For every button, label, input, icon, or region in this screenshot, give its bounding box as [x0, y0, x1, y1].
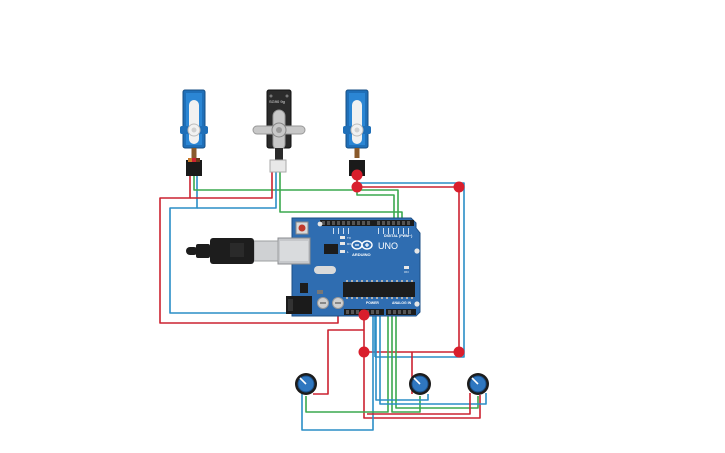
on-label: ON [404, 270, 409, 274]
usb-port-inner [280, 241, 308, 261]
servo-2-connector [269, 159, 287, 173]
servo-2-label: SG90 9g [269, 99, 285, 104]
reset-button-cap [298, 224, 306, 232]
wires [159, 170, 487, 431]
wire-board-power-down[interactable] [363, 315, 481, 419]
analog-header-label: ANALOG IN [392, 301, 412, 305]
board-mount-hole-bottom [414, 301, 420, 307]
junction-right-bottom[interactable] [453, 346, 465, 358]
board-mount-hole-left [317, 221, 323, 227]
arduino-uno-board[interactable]: DIGITAL (PWM~) UNO ARDUINO TX RX L ON [277, 217, 421, 317]
pot-1[interactable] [295, 373, 317, 395]
usb-cable[interactable] [186, 238, 279, 264]
servo-3-horn [352, 100, 362, 144]
pin-label-ticks [333, 228, 409, 234]
junction-left-bottom[interactable] [358, 346, 370, 358]
junction-board-power[interactable] [358, 309, 370, 321]
l-label: L [347, 250, 349, 254]
junction-right-top[interactable] [453, 181, 465, 193]
pot-3[interactable] [467, 373, 489, 395]
usb-chip [324, 244, 338, 254]
wire-servo3-ground[interactable] [357, 182, 465, 358]
tx-label: TX [347, 236, 351, 240]
usb-cable-strain [196, 244, 210, 258]
servo-2[interactable]: SG90 9g [252, 89, 306, 173]
servo-3[interactable] [343, 89, 371, 176]
wire-pot1-power[interactable] [313, 329, 364, 395]
atmega-pins [346, 280, 413, 299]
servo-2-screw [276, 127, 282, 133]
digital-header-pins [322, 221, 410, 225]
status-leds [340, 236, 409, 269]
wire-board-ground-down[interactable] [301, 315, 374, 431]
dc-jack-detail [288, 299, 293, 311]
usb-cable-wire [186, 247, 198, 255]
rx-label: RX [347, 242, 351, 246]
wire-servo2-power[interactable] [190, 170, 273, 199]
regulator [300, 283, 308, 293]
junction-servo3-mid[interactable] [351, 181, 363, 193]
board-mount-hole-top [414, 248, 420, 254]
servo-1-cable [191, 148, 197, 158]
component-small [317, 290, 323, 294]
wire-pot3-ground[interactable] [379, 315, 487, 405]
wire-pot3-power[interactable] [367, 393, 471, 415]
pot-2-indicator [413, 377, 421, 385]
servo-1-connector [186, 160, 202, 176]
atmega-chip [343, 282, 415, 297]
usb-plug-metal [253, 240, 279, 262]
wire-pot1-signal[interactable] [305, 315, 389, 413]
servo-1-horn [189, 100, 199, 144]
pot-3-indicator [471, 377, 479, 385]
junction-dots [351, 169, 465, 358]
usb-plug-grip [230, 243, 244, 257]
junction-servo3-top[interactable] [351, 169, 363, 181]
crystal [314, 266, 336, 274]
servo-1-screw [191, 127, 197, 133]
board-model-label: UNO [378, 241, 398, 251]
servo-3-cable [354, 148, 360, 158]
servo-2-cable [275, 148, 283, 160]
servo-1[interactable] [180, 89, 208, 176]
wire-pot3-signal[interactable] [395, 315, 479, 409]
power-header-label: POWER [366, 301, 379, 305]
pot-2[interactable] [409, 373, 431, 395]
servo-3-screw [354, 127, 360, 133]
wire-servo2-ground[interactable] [197, 170, 277, 209]
wire-servo1-signal[interactable] [193, 176, 399, 218]
arduino-logo-icon [351, 240, 373, 250]
board-digital-label: DIGITAL (PWM~) [384, 234, 413, 238]
board-brand-label: ARDUINO [352, 252, 371, 257]
wire-servo2-signal[interactable] [279, 170, 403, 218]
wire-pot2-ground[interactable] [375, 315, 429, 401]
pot-1-indicator [299, 377, 307, 385]
